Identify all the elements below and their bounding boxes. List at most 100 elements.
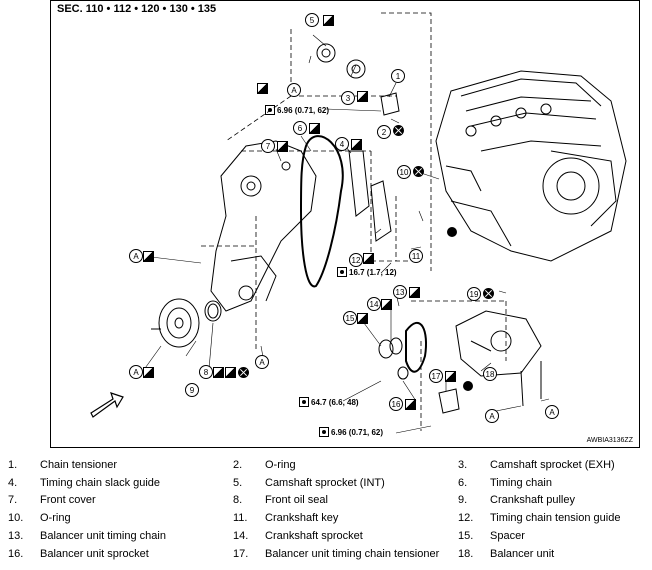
legend-label: Chain tensioner [40,458,118,471]
lubricate-icon [277,141,288,152]
do-not-reuse-icon [413,166,424,177]
balancer-tensioner [438,388,460,414]
callout-1: 1 [391,69,405,83]
legend-label: O-ring [265,458,296,471]
callout-a: A [255,355,269,369]
lubricate-icon [257,83,268,94]
callout-9: 9 [185,383,199,397]
lubricate-icon [357,91,368,102]
legend-row: 1. Chain tensioner 2. O-ring 3. Camshaft spro… [0,456,652,474]
torque-wrench-icon [265,105,275,115]
callout-a: A [129,249,143,263]
lubricate-icon [445,371,456,382]
lubricate-icon [143,251,154,262]
sealant-icon [463,381,473,391]
do-not-reuse-icon [393,125,404,136]
do-not-reuse-icon [483,288,494,299]
crank-sprockets [378,322,427,380]
callout-15: 15 [343,311,357,325]
legend-label: Camshaft sprocket (EXH) [490,458,615,471]
lubricate-icon [363,253,374,264]
legend-number: 4. [8,476,18,489]
legend-number: 6. [458,476,468,489]
crankshaft-pulley [151,298,200,348]
lubricate-icon [351,139,362,150]
torque-label-1: 6.96 (0.71, 62) [265,105,329,115]
callout-18: 18 [483,367,497,381]
timing-chain [299,135,344,288]
legend-label: Timing chain [490,476,552,489]
torque-label-4: 6.96 (0.71, 62) [319,427,383,437]
legend-number: 3. [458,458,468,471]
callout-8: 8 [199,365,213,379]
lubricate-icon [213,367,224,378]
callout-16: 16 [389,397,403,411]
legend-label: Balancer unit timing chain tensioner [265,547,440,560]
legend-label: Crankshaft key [265,512,339,525]
lubricate-icon [381,299,392,310]
lubricate-icon [405,399,416,410]
callout-a: A [485,409,499,423]
legend-label: O-ring [40,512,71,525]
legend-number: 16. [8,547,24,560]
callout-a: A [287,83,301,97]
camshaft-sprockets [316,43,366,79]
torque-wrench-icon [319,427,329,437]
torque-wrench-icon [337,267,347,277]
legend-label: Timing chain slack guide [40,476,161,489]
legend-label: Crankshaft sprocket [265,530,363,543]
callout-6: 6 [293,121,307,135]
callout-13: 13 [393,285,407,299]
torque-wrench-icon [299,397,309,407]
lubricate-icon [143,367,154,378]
section-title: SEC. 110 • 112 • 120 • 130 • 135 [57,3,217,15]
legend-number: 14. [233,530,249,543]
callout-7: 7 [261,139,275,153]
do-not-reuse-icon [238,367,249,378]
legend-number: 11. [233,512,248,525]
legend-number: 17. [233,547,249,560]
legend-label: Balancer unit sprocket [40,547,149,560]
legend-number: 1. [8,458,18,471]
sealant-icon [447,227,457,237]
legend-row: 16. Balancer unit sprocket 17. Balancer uni… [0,545,652,563]
callout-a: A [129,365,143,379]
engine-block [435,70,627,262]
front-arrow-icon [90,392,124,418]
balancer-unit [455,310,542,407]
figure-code: AWBIA3136ZZ [586,437,633,444]
callout-4: 4 [335,137,349,151]
front-oil-seal [204,300,222,322]
callout-a: A [545,405,559,419]
legend-label: Crankshaft pulley [490,494,575,507]
legend-label: Camshaft sprocket (INT) [265,476,385,489]
lubricate-icon [409,287,420,298]
legend-label: Front cover [40,494,96,507]
callout-3: 3 [341,91,355,105]
legend-label: Spacer [490,530,525,543]
legend-number: 2. [233,458,243,471]
legend-row: 4. Timing chain slack guide 5. Camshaft spr… [0,474,652,492]
legend-number: 12. [458,512,474,525]
callout-5: 5 [305,13,319,27]
legend-label: Front oil seal [265,494,328,507]
chain-tensioner [380,92,400,116]
diagram-drawing [90,12,627,434]
legend-number: 5. [233,476,243,489]
legend-label: Timing chain tension guide [490,512,621,525]
legend-number: 15. [458,530,474,543]
callout-19: 19 [467,287,481,301]
legend-number: 18. [458,547,474,560]
lubricate-icon [309,123,320,134]
lubricate-icon [323,15,334,26]
torque-label-3: 64.7 (6.6, 48) [299,397,359,407]
exploded-diagram: SEC. 110 • 112 • 120 • 130 • 135 [50,0,640,448]
callout-12: 12 [349,253,363,267]
legend-number: 7. [8,494,18,507]
parts-legend: 1. Chain tensioner 2. O-ring 3. Camshaft spro… [0,456,652,563]
callout-14: 14 [367,297,381,311]
lubricate-icon [357,313,368,324]
